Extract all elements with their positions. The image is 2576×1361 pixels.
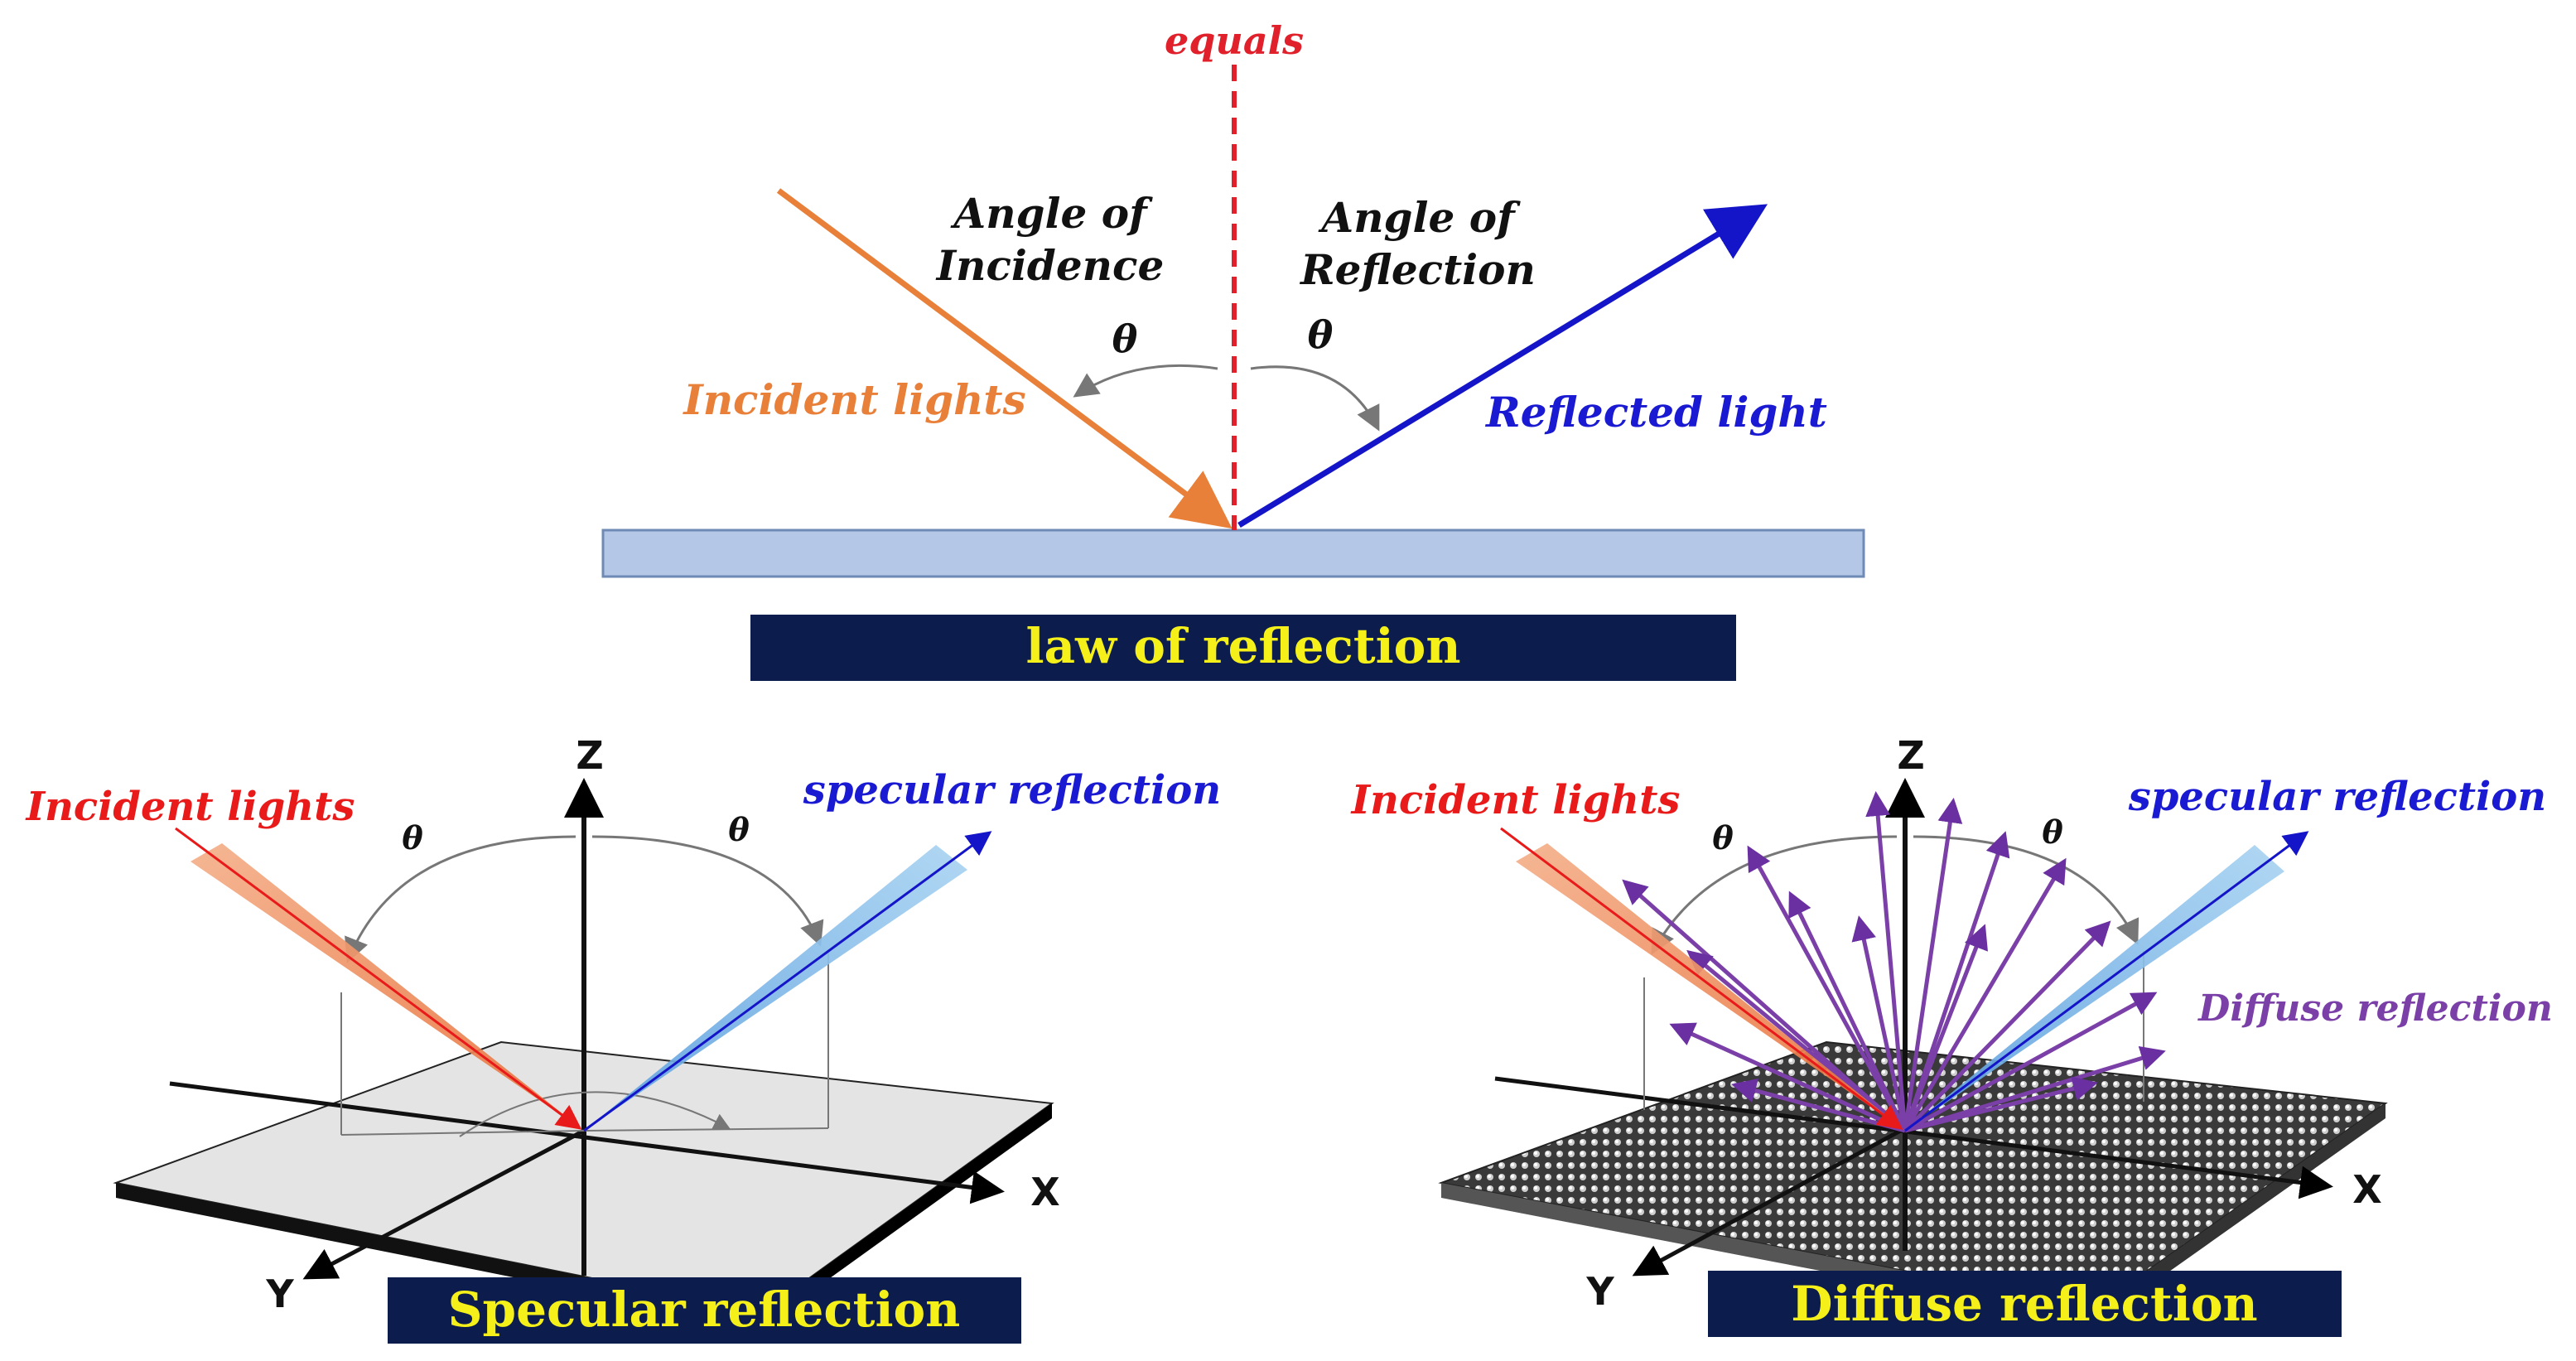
law-banner: [750, 615, 1736, 681]
diffuse-arrow: [1903, 831, 2010, 1132]
specular-theta-left: θ: [402, 819, 423, 857]
law-panel: equals Angle of Incidence Angle of Refle…: [601, 18, 1865, 681]
diffuse-arrow: [1622, 879, 1907, 1132]
diffuse-plate-side-right: [2096, 1103, 2385, 1324]
specular-incident-label: Incident lights: [25, 784, 355, 830]
reflected-light-label: Reflected light: [1484, 388, 1827, 437]
specular-floor-arc: [459, 1091, 731, 1137]
diffuse-incident-label: Incident lights: [1350, 777, 1681, 823]
specular-theta-arc-left: [345, 835, 576, 963]
diffuse-arrow: [1904, 1076, 2098, 1133]
diffuse-scatter-arrows: [1622, 791, 2166, 1133]
diffuse-panel: Z X Y θ θ Incident lights specular refle…: [1350, 733, 2553, 1337]
specular-z-label: Z: [576, 733, 603, 778]
theta-incidence-label: θ: [1112, 316, 1138, 361]
diffuse-y-axis: [1632, 1126, 1907, 1277]
specular-guide-floor-left: [340, 1130, 585, 1136]
diffuse-arrow: [1903, 924, 1988, 1132]
specular-reflection-label: specular reflection: [803, 767, 1221, 813]
diffuse-arrow: [1747, 845, 1908, 1132]
diffuse-arrow: [1686, 949, 1907, 1132]
diffuse-x-label: X: [2352, 1167, 2381, 1212]
specular-theta-right: θ: [728, 811, 750, 848]
specular-y-label: Y: [265, 1272, 294, 1316]
diffuse-arrow: [1669, 1022, 1907, 1133]
diffuse-specular-ray: [1904, 831, 2309, 1132]
incidence-angle-arc: [1073, 364, 1218, 398]
incidence-angle-label-line1: Angle of: [950, 189, 1153, 238]
incidence-angle-label-line2: Incidence: [935, 241, 1165, 290]
diffuse-incident-ray: [1500, 827, 1903, 1130]
specular-reflected-ray: [583, 831, 992, 1132]
diffuse-x-axis: [1494, 1076, 2333, 1199]
diffuse-theta-right: θ: [2042, 813, 2063, 851]
diffuse-banner: [1708, 1271, 2342, 1337]
diffuse-specular-label: specular reflection: [2128, 774, 2546, 820]
diffuse-z-label: Z: [1897, 733, 1924, 778]
specular-guide-floor-right: [583, 1127, 829, 1132]
specular-banner: [388, 1277, 1021, 1344]
diffuse-y-label: Y: [1585, 1269, 1614, 1314]
diffuse-reflection-label: Diffuse reflection: [2197, 987, 2553, 1030]
reflected-ray: [1237, 204, 1768, 528]
diffuse-arrow: [1851, 915, 1908, 1132]
specular-panel: Z X Y θ θ Incident lights specular refle…: [25, 733, 1221, 1344]
specular-plate-side-right: [762, 1103, 1052, 1327]
diffuse-arrow: [1903, 857, 2067, 1132]
law-banner-text: law of reflection: [1025, 618, 1460, 674]
specular-y-axis: [302, 1128, 586, 1280]
diffuse-arrow: [1788, 890, 1908, 1132]
diffuse-theta-left: θ: [1712, 819, 1734, 857]
specular-incident-ray: [175, 827, 582, 1130]
specular-banner-text: Specular reflection: [448, 1281, 961, 1338]
reflection-angle-label-line1: Angle of: [1318, 193, 1521, 242]
diffuse-arrow: [1904, 1045, 2166, 1133]
diffuse-arrow: [1903, 992, 2158, 1133]
diffuse-arrow: [1865, 791, 1908, 1132]
reflecting-surface: [601, 528, 1865, 578]
reflection-angle-label-line2: Reflection: [1299, 245, 1536, 294]
specular-theta-arc-right: [591, 835, 824, 947]
reflection-angle-arc: [1250, 365, 1380, 432]
theta-reflection-label: θ: [1308, 312, 1334, 357]
diffuse-arrow: [1903, 798, 1963, 1132]
specular-x-label: X: [1030, 1170, 1059, 1214]
diffuse-banner-text: Diffuse reflection: [1791, 1276, 2257, 1332]
normal-label: equals: [1165, 18, 1304, 63]
incident-light-label: Incident lights: [682, 375, 1025, 424]
incident-ray: [776, 188, 1233, 529]
diffuse-arrow: [1903, 920, 2111, 1132]
